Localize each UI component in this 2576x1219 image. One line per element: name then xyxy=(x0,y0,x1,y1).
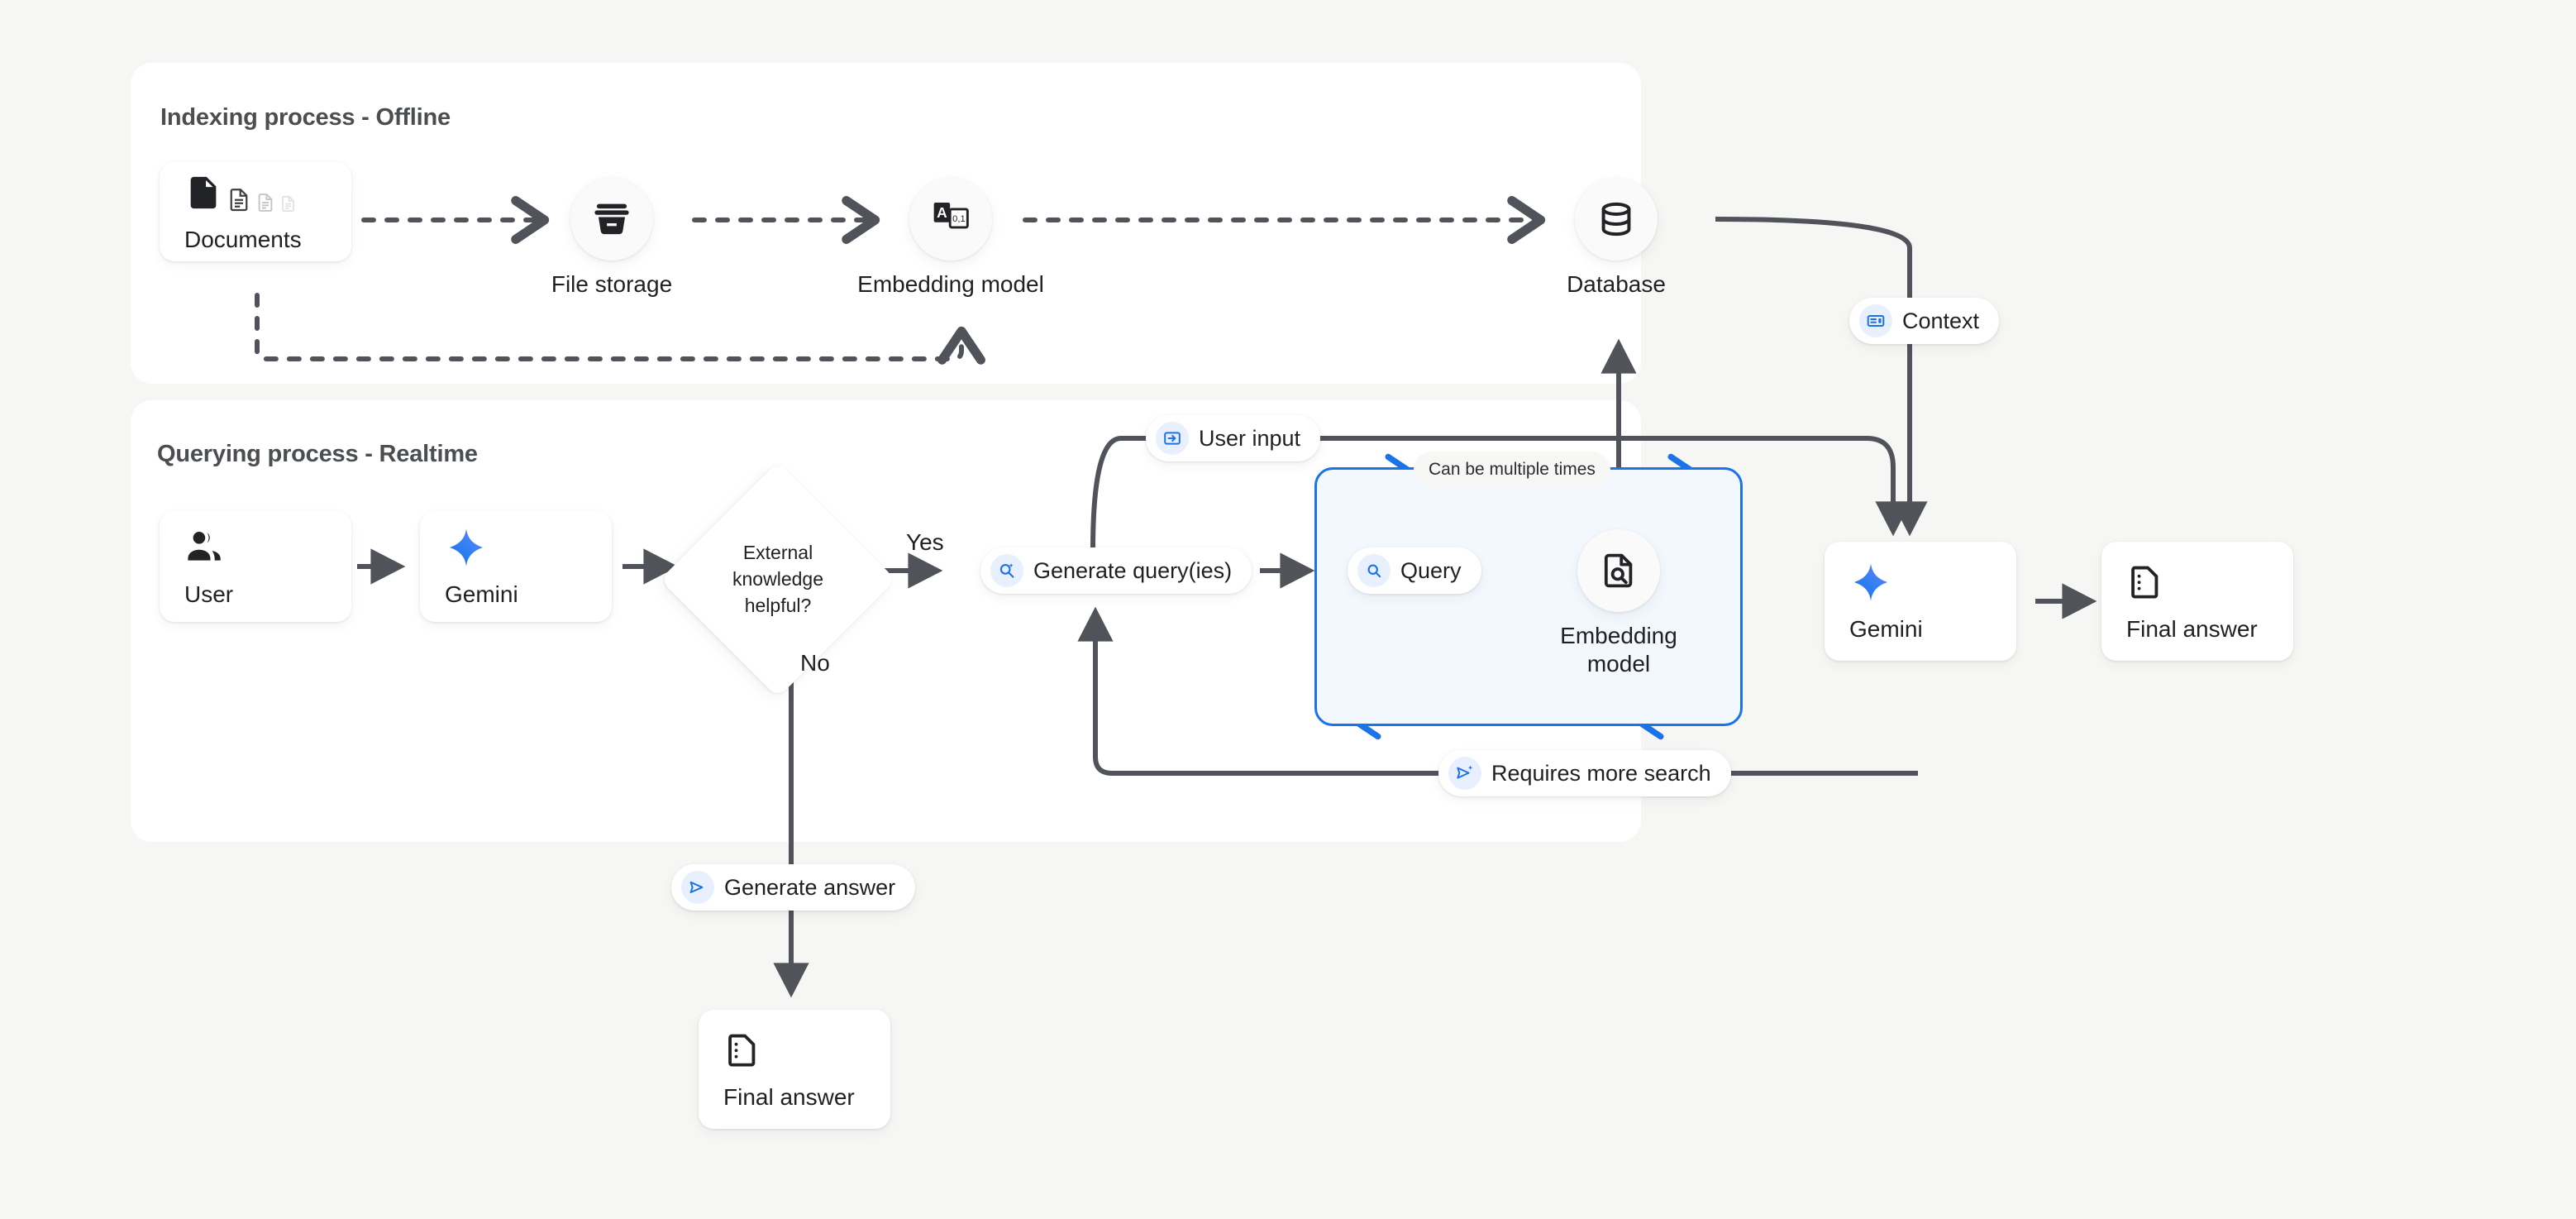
node-file-storage-label: File storage xyxy=(551,271,673,297)
node-final-answer-right-label: Final answer xyxy=(2126,616,2258,642)
node-embedding-model-indexing[interactable]: 0,1 A Embedding model xyxy=(857,178,1044,297)
badge-requires-more-search-label: Requires more search xyxy=(1491,760,1711,786)
node-embedding-model-indexing-label: Embedding model xyxy=(857,271,1044,297)
indexing-panel-title: Indexing process - Offline xyxy=(160,104,451,131)
badge-requires-more-search[interactable]: Requires more search xyxy=(1438,750,1731,796)
decision-line-1: External xyxy=(742,542,813,564)
embedding-loop-line-1: Embedding xyxy=(1560,623,1677,648)
login-arrow-icon xyxy=(1156,422,1189,455)
decision-line-2: knowledge xyxy=(732,568,823,590)
decision-text: External knowledge helpful? xyxy=(694,496,861,663)
node-decision-external-knowledge[interactable]: External knowledge helpful? xyxy=(660,461,896,698)
badge-context[interactable]: Context xyxy=(1849,298,2000,344)
badge-generate-queries-label: Generate query(ies) xyxy=(1033,557,1233,583)
answer-document-icon xyxy=(2126,560,2293,605)
node-final-answer-bottom[interactable]: Final answer xyxy=(699,1010,890,1129)
node-embedding-model-loop[interactable]: Embedding model xyxy=(1560,529,1677,676)
gemini-sparkle-icon xyxy=(1849,560,2016,605)
edge-label-yes: Yes xyxy=(906,529,944,555)
node-database[interactable]: Database xyxy=(1567,178,1666,297)
node-user-label: User xyxy=(184,581,234,607)
search-icon xyxy=(1357,554,1391,587)
retrieval-loop-container xyxy=(1314,467,1743,726)
svg-text:A: A xyxy=(937,204,947,221)
search-sparkle-icon xyxy=(990,554,1023,587)
badge-generate-answer[interactable]: Generate answer xyxy=(671,864,916,911)
loop-caption: Can be multiple times xyxy=(1414,452,1610,488)
text-to-vector-icon: 0,1 A xyxy=(909,178,992,261)
gemini-sparkle-icon xyxy=(445,525,612,570)
send-icon xyxy=(681,871,714,904)
database-cylinder-icon xyxy=(1575,178,1658,261)
badge-user-input-label: User input xyxy=(1199,425,1301,451)
querying-panel-title: Querying process - Realtime xyxy=(157,441,478,467)
answer-document-icon xyxy=(723,1028,890,1073)
node-database-label: Database xyxy=(1567,271,1666,297)
edge-label-no: No xyxy=(800,650,830,676)
node-documents[interactable]: Documents xyxy=(160,162,351,261)
node-gemini-first-label: Gemini xyxy=(445,581,518,607)
node-user[interactable]: User xyxy=(160,511,351,622)
badge-context-label: Context xyxy=(1902,308,1980,333)
context-card-icon xyxy=(1859,304,1892,337)
badge-generate-queries[interactable]: Generate query(ies) xyxy=(980,547,1252,594)
badge-query-label: Query xyxy=(1400,557,1462,583)
embedding-loop-line-2: model xyxy=(1586,650,1651,676)
decision-line-3: helpful? xyxy=(744,594,812,616)
node-final-answer-bottom-label: Final answer xyxy=(723,1084,855,1110)
node-final-answer-right[interactable]: Final answer xyxy=(2101,542,2293,661)
badge-generate-answer-label: Generate answer xyxy=(724,874,896,900)
documents-icon xyxy=(184,170,351,215)
people-icon xyxy=(184,525,351,570)
document-search-icon xyxy=(1577,529,1660,612)
edge-database-to-context-gemini xyxy=(1715,217,1928,537)
svg-text:0,1: 0,1 xyxy=(952,214,966,224)
badge-user-input[interactable]: User input xyxy=(1146,415,1321,461)
badge-query[interactable]: Query xyxy=(1348,547,1481,594)
node-documents-label: Documents xyxy=(184,227,302,252)
node-gemini-final[interactable]: Gemini xyxy=(1825,542,2016,661)
node-gemini-final-label: Gemini xyxy=(1849,616,1923,642)
node-gemini-first[interactable]: Gemini xyxy=(420,511,612,622)
send-sparkle-icon xyxy=(1448,757,1481,790)
node-embedding-model-loop-label: Embedding model xyxy=(1560,622,1677,677)
archive-box-icon xyxy=(570,178,653,261)
node-file-storage[interactable]: File storage xyxy=(551,178,672,297)
